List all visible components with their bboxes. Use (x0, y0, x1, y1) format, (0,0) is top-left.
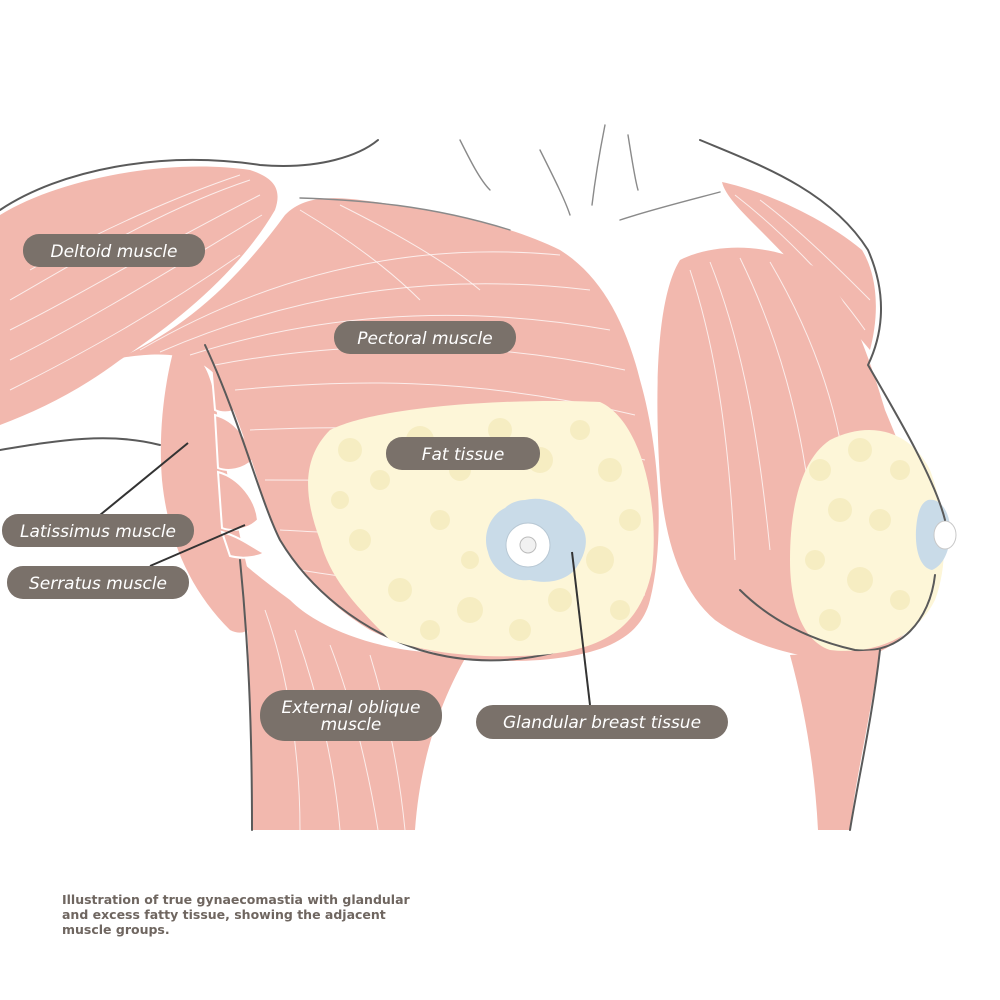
torso-left-outline (239, 559, 253, 831)
neck-line (539, 149, 571, 216)
right-body-outline (699, 139, 946, 521)
fat-tissue-label: Fat tissue (386, 437, 540, 470)
latissimus-muscle (160, 345, 256, 633)
deltoid-label: Deltoid muscle (23, 234, 205, 267)
neck-line (459, 139, 491, 191)
glandular-tissue-right (915, 499, 957, 570)
sternum-line (619, 191, 721, 221)
serratus-leader (149, 524, 246, 567)
pectoral-right-fibers (689, 257, 841, 561)
svg-text:External oblique: External oblique (282, 698, 421, 718)
figure-caption: Illustration of true gynaecomastia with … (62, 892, 410, 937)
glandular-label: Glandular breast tissue (476, 705, 728, 739)
deltoid-muscle (0, 166, 278, 425)
clavicle-line (299, 197, 511, 231)
latissimus-label: Latissimus muscle (2, 514, 194, 547)
svg-text:Glandular breast tissue: Glandular breast tissue (503, 713, 701, 733)
glandular-leader (571, 551, 591, 706)
neck-line (627, 134, 639, 191)
right-lower-outline (849, 649, 881, 831)
arm-outline-lower (0, 437, 161, 451)
glandular-tissue-left (485, 498, 586, 582)
neck-line (591, 124, 606, 206)
pectoral-outline (204, 344, 626, 662)
arm-outline-upper (0, 139, 379, 211)
serratus-label: Serratus muscle (7, 566, 189, 599)
deltoid-right-fibers (734, 194, 871, 331)
svg-text:Latissimus muscle: Latissimus muscle (20, 522, 176, 542)
svg-text:muscle: muscle (321, 715, 382, 735)
pectoral-label: Pectoral muscle (334, 321, 516, 354)
latissimus-leader (99, 442, 189, 516)
svg-text:Deltoid muscle: Deltoid muscle (51, 242, 178, 262)
svg-text:Serratus muscle: Serratus muscle (29, 574, 167, 594)
svg-text:Fat tissue: Fat tissue (422, 445, 505, 465)
right-breast-outline (739, 574, 936, 652)
fat-tissue-right (790, 430, 945, 651)
external-oblique-label: External oblique muscle (260, 690, 442, 741)
svg-text:Pectoral muscle: Pectoral muscle (357, 329, 492, 349)
right-lower-torso (790, 650, 880, 830)
